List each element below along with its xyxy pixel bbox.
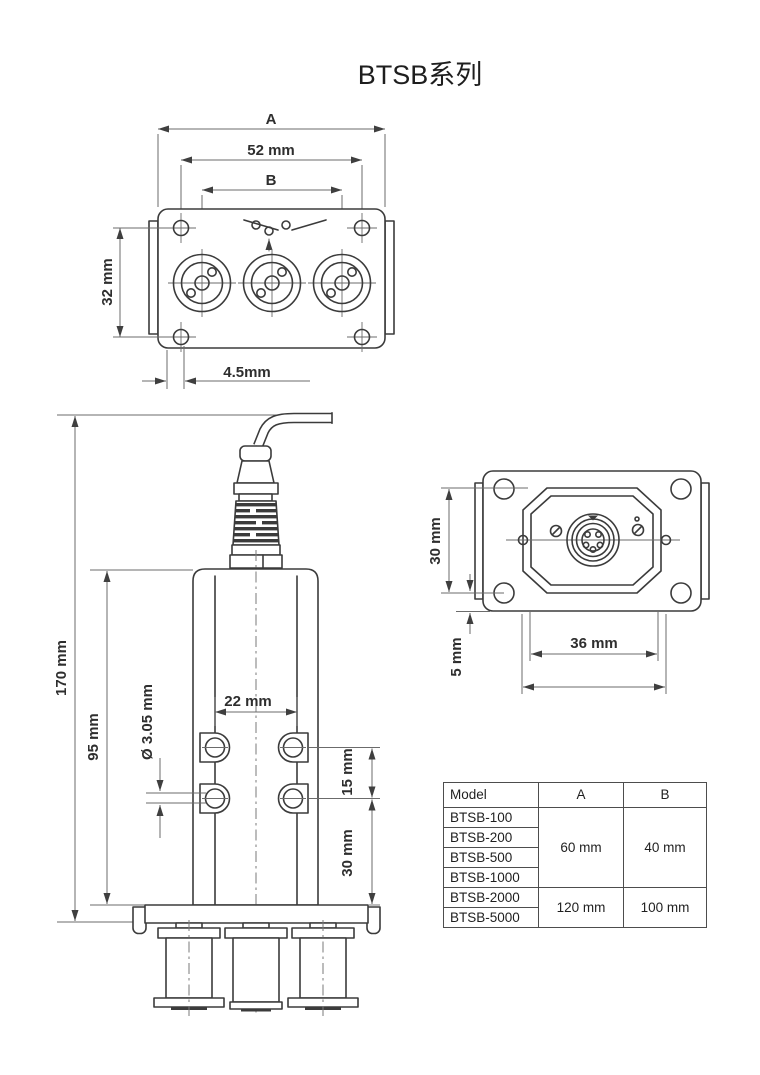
table-row: BTSB-2000 120 mm 100 mm bbox=[443, 887, 707, 928]
model-cell: BTSB-500 bbox=[443, 847, 539, 868]
dim-label-36mm: 36 mm bbox=[570, 635, 618, 652]
table-row: BTSB-1000 bbox=[443, 867, 707, 888]
dim-170mm: 170 mm bbox=[53, 416, 79, 921]
table-header-b: B bbox=[623, 782, 707, 808]
cable bbox=[253, 411, 333, 448]
rear-view: 30 mm 5 mm 36 mm bbox=[427, 470, 710, 694]
corner-hole bbox=[670, 582, 692, 604]
model-cell: BTSB-100 bbox=[443, 807, 539, 828]
circular-connector bbox=[566, 513, 620, 567]
foot-connector bbox=[224, 927, 288, 1012]
sensor-symbol bbox=[243, 219, 327, 252]
connector-port bbox=[308, 249, 376, 317]
model-cell: BTSB-1000 bbox=[443, 867, 539, 888]
connector-pin bbox=[589, 545, 597, 553]
pilot-hole bbox=[660, 534, 672, 546]
dim-label-52mm: 52 mm bbox=[247, 142, 295, 159]
dim-15mm: 15 mm bbox=[309, 747, 380, 799]
table-row: BTSB-100 60 mm 40 mm bbox=[443, 807, 707, 888]
corner-hole bbox=[670, 478, 692, 500]
value-cell-b-small: 40 mm bbox=[623, 807, 707, 888]
dim-30mm: 30 mm bbox=[339, 799, 380, 906]
dim-outer-unlabeled bbox=[521, 614, 667, 694]
mounting-hole bbox=[172, 219, 190, 237]
gland-ribs bbox=[232, 500, 280, 546]
mounting-hole bbox=[172, 328, 190, 346]
side-view: 170 mm 95 mm bbox=[53, 411, 381, 1016]
dim-label-95mm: 95 mm bbox=[85, 713, 102, 761]
gland-cap bbox=[239, 445, 272, 462]
table-header-row: Model A B bbox=[443, 782, 707, 808]
foot-connector bbox=[287, 920, 359, 1016]
side-flange-left bbox=[148, 220, 159, 335]
dim-label-hole-diameter: Ø 3.05 mm bbox=[139, 684, 156, 760]
table-header-model: Model bbox=[443, 782, 539, 808]
top-plate bbox=[157, 208, 386, 349]
dim-95mm: 95 mm bbox=[85, 571, 111, 904]
dim-52mm: 52 mm bbox=[180, 142, 363, 243]
table-row: BTSB-200 bbox=[443, 827, 707, 848]
connector-pin bbox=[582, 541, 590, 549]
dim-hole-diameter: Ø 3.05 mm bbox=[139, 684, 206, 838]
dim-label-30mm-rear: 30 mm bbox=[427, 517, 444, 565]
dim-label-a: A bbox=[266, 111, 277, 128]
connector-port bbox=[238, 249, 306, 317]
corner-hole bbox=[493, 478, 515, 500]
mounting-lugs bbox=[199, 732, 309, 814]
value-cell-b-large: 100 mm bbox=[623, 887, 707, 928]
rear-flange-right bbox=[700, 482, 710, 600]
dim-label-170mm: 170 mm bbox=[53, 640, 70, 696]
side-flange-right bbox=[384, 220, 395, 335]
screw bbox=[549, 524, 563, 538]
dim-label-4-5mm: 4.5mm bbox=[223, 364, 271, 381]
octagon-recess bbox=[522, 487, 662, 594]
value-cell-a-small: 60 mm bbox=[538, 807, 624, 888]
connector-pin bbox=[596, 541, 604, 549]
top-view: A 52 mm B bbox=[99, 111, 395, 389]
dim-label-5mm: 5 mm bbox=[448, 637, 465, 676]
connector-ports bbox=[168, 249, 376, 317]
connector-port bbox=[168, 249, 236, 317]
dim-5mm: 5 mm bbox=[448, 574, 490, 677]
value-cell-a-large: 120 mm bbox=[538, 887, 624, 928]
dim-36mm: 36 mm bbox=[529, 612, 659, 661]
table-row: BTSB-5000 bbox=[443, 907, 707, 928]
dim-label-b: B bbox=[266, 172, 277, 189]
foot-connector bbox=[153, 920, 225, 1016]
dim-32mm: 32 mm bbox=[99, 227, 173, 338]
foot-connectors bbox=[153, 920, 359, 1016]
dim-label-30mm: 30 mm bbox=[339, 829, 356, 877]
screw bbox=[631, 516, 645, 537]
connector-pin bbox=[594, 530, 602, 538]
dim-22mm: 22 mm bbox=[214, 693, 298, 726]
dim-a: A bbox=[157, 111, 386, 207]
mounting-hole bbox=[353, 219, 371, 237]
mounting-hole bbox=[353, 328, 371, 346]
dim-4-5mm: 4.5mm bbox=[142, 346, 310, 389]
gland-step bbox=[238, 493, 273, 502]
model-cell: BTSB-2000 bbox=[443, 887, 539, 908]
connector-pin bbox=[583, 530, 591, 538]
pilot-hole bbox=[517, 534, 529, 546]
rear-plate bbox=[482, 470, 702, 612]
dim-label-32mm: 32 mm bbox=[99, 258, 116, 306]
dim-label-15mm: 15 mm bbox=[339, 748, 356, 796]
rear-flange-left bbox=[474, 482, 484, 600]
mounting-holes bbox=[166, 213, 377, 352]
model-cell: BTSB-5000 bbox=[443, 907, 539, 928]
gland-boot bbox=[236, 460, 275, 484]
table-header-a: A bbox=[538, 782, 624, 808]
dim-label-22mm: 22 mm bbox=[224, 693, 272, 710]
gland-collar bbox=[233, 482, 279, 495]
cable-gland bbox=[229, 445, 283, 569]
spec-table: Model A B BTSB-100 60 mm 40 mm BTSB-200 … bbox=[443, 782, 707, 928]
dim-30mm-rear: 30 mm bbox=[427, 487, 528, 594]
model-cell: BTSB-200 bbox=[443, 827, 539, 848]
page-title: BTSB系列 bbox=[358, 60, 483, 90]
